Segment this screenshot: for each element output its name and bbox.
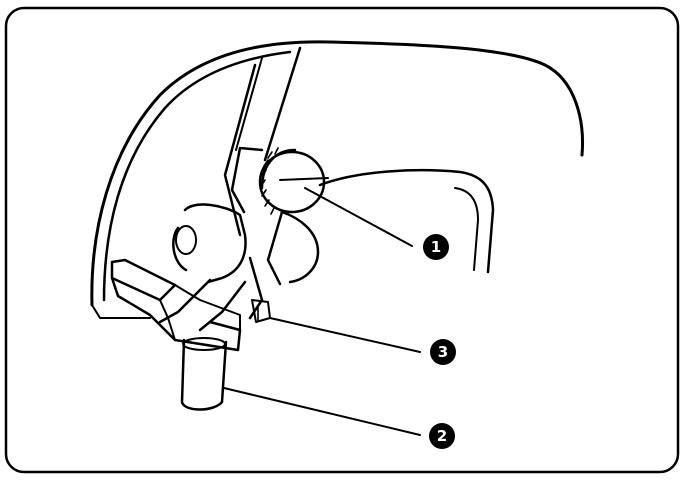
callout-1: 1 xyxy=(423,234,449,260)
right-arm xyxy=(318,168,495,274)
callout-number-1: 1 xyxy=(431,238,441,256)
diagram-frame xyxy=(4,6,680,474)
lever-bracket xyxy=(110,203,271,352)
callout-3: 3 xyxy=(430,339,456,365)
callout-number-3: 3 xyxy=(438,343,448,361)
leader-line-3 xyxy=(269,317,421,353)
leader-lines xyxy=(223,187,421,436)
machine-cover xyxy=(90,40,584,319)
leader-line-2 xyxy=(223,387,421,436)
callout-number-2: 2 xyxy=(437,427,447,445)
leader-line-1 xyxy=(304,187,413,247)
callout-badge xyxy=(430,339,456,365)
callout-badge xyxy=(429,423,455,449)
callout-badge xyxy=(423,234,449,260)
adjustment-knob xyxy=(230,146,329,286)
cylindrical-post xyxy=(180,337,228,411)
callout-2: 2 xyxy=(429,423,455,449)
